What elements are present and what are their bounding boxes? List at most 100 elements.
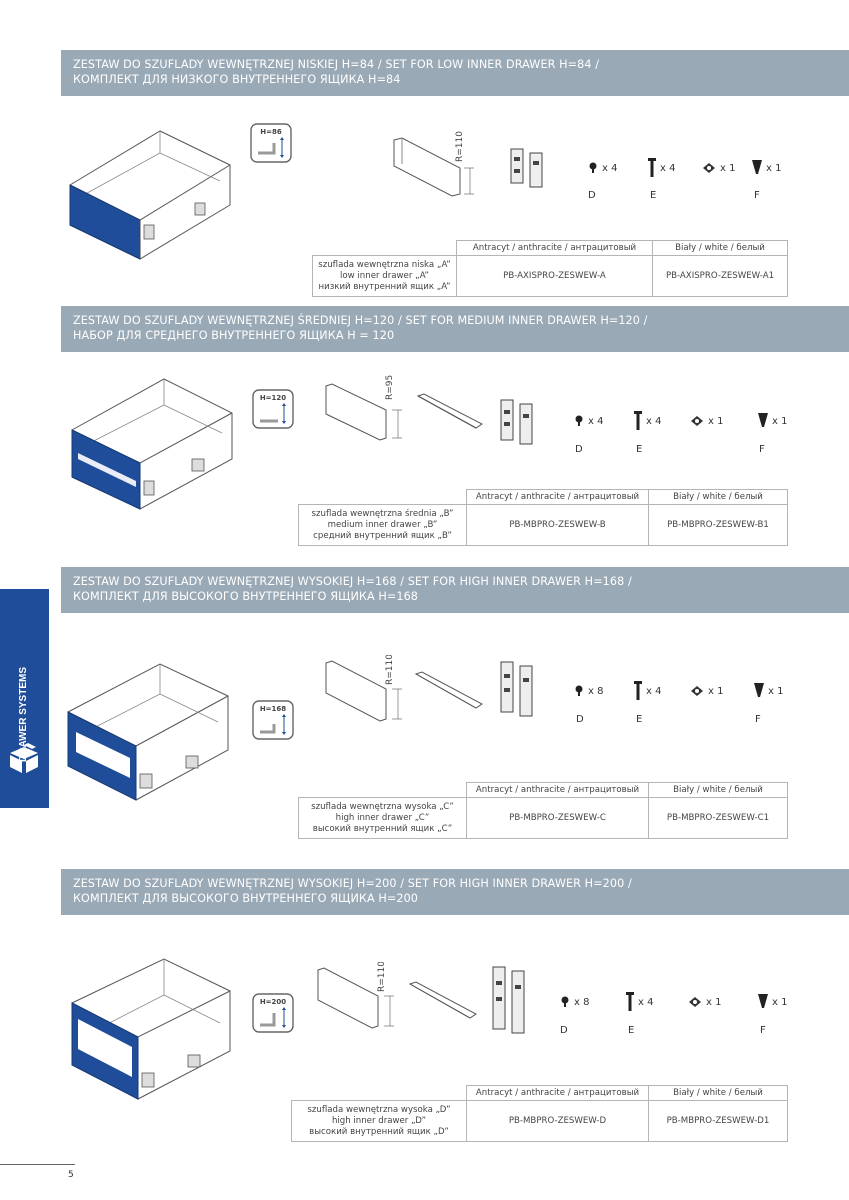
product-description: szuflada wewnętrzna średnia „B” medium i…	[298, 504, 467, 546]
section-title-line1: ZESTAW DO SZUFLADY WEWNĘTRZNEJ WYSOKIEJ …	[73, 575, 632, 588]
hardware-d: x 4	[588, 162, 617, 174]
cam-screw-icon	[575, 415, 583, 426]
front-panel-illustration: R=110	[393, 131, 474, 197]
section-header-h120: ZESTAW DO SZUFLADY WEWNĘTRZNEJ ŚREDNIEJ …	[61, 306, 849, 352]
bracket-illustration	[500, 399, 533, 445]
product-description: szuflada wewnętrzna wysoka „C” high inne…	[298, 797, 467, 839]
header-white: Biały / white / белый	[652, 240, 788, 256]
header-anthracite: Antracyt / anthracite / антрацитовый	[466, 1085, 649, 1101]
hardware-clip: x 1	[688, 996, 721, 1008]
hardware-e: x 4	[634, 681, 661, 701]
section-header-h84: ZESTAW DO SZUFLADY WEWNĘTRZNEJ NISKIEJ H…	[61, 50, 849, 96]
section-header-h168: ZESTAW DO SZUFLADY WEWNĘTRZNEJ WYSOKIEJ …	[61, 567, 849, 613]
pin-icon	[758, 994, 768, 1008]
section-title-line1: ZESTAW DO SZUFLADY WEWNĘTRZNEJ NISKIEJ H…	[73, 58, 600, 71]
section-title-line1: ZESTAW DO SZUFLADY WEWNĘTRZNEJ WYSOKIEJ …	[73, 877, 632, 890]
drawer-systems-tab: DRAWER SYSTEMS	[0, 589, 49, 808]
header-white: Biały / white / белый	[648, 1085, 788, 1101]
hardware-label-e: E	[650, 190, 657, 201]
pin-icon	[754, 683, 764, 697]
hardware-label-f: F	[754, 190, 760, 201]
front-panel-illustration: R=110	[325, 655, 402, 722]
clip-icon	[691, 416, 703, 426]
product-description: szuflada wewnętrzna wysoka „D” high inne…	[291, 1100, 467, 1142]
front-panel-illustration: R=95	[325, 375, 402, 441]
svg-text:R=110: R=110	[377, 962, 387, 992]
header-anthracite: Antracyt / anthracite / антрацитовый	[466, 489, 649, 505]
hardware-e: x 4	[634, 411, 661, 431]
height-badge-h200: H=200	[252, 993, 294, 1033]
code-anthracite: PB-MBPRO-ZESWEW-C	[466, 797, 649, 839]
page-number: 5	[68, 1170, 74, 1180]
code-anthracite: PB-MBPRO-ZESWEW-B	[466, 504, 649, 546]
screw-icon	[626, 992, 634, 1011]
hardware-label-e: E	[628, 1025, 635, 1036]
height-badge-h168: H=168	[252, 700, 294, 740]
box-icon	[10, 743, 38, 773]
bracket-illustration	[492, 966, 525, 1034]
pin-icon	[758, 413, 768, 427]
hardware-e: x 4	[648, 158, 675, 178]
screw-icon	[634, 681, 642, 700]
code-white: PB-MBPRO-ZESWEW-D1	[648, 1100, 788, 1142]
height-badge-h86: H=86	[250, 123, 292, 163]
code-anthracite: PB-AXISPRO-ZESWEW-A	[456, 255, 653, 297]
section-title-line2: НАБОР ДЛЯ СРЕДНЕГО ВНУТРЕННЕГО ЯЩИКА H =…	[73, 329, 395, 342]
screw-icon	[634, 411, 642, 430]
hardware-f: x 1	[752, 160, 781, 176]
header-anthracite: Antracyt / anthracite / антрацитовый	[456, 240, 653, 256]
svg-text:H=200: H=200	[260, 998, 286, 1006]
hardware-label-d: D	[576, 714, 584, 725]
hardware-e: x 4	[626, 992, 653, 1012]
section-title-line2: КОМПЛЕКТ ДЛЯ НИЗКОГО ВНУТРЕННЕГО ЯЩИКА H…	[73, 73, 401, 86]
header-anthracite: Antracyt / anthracite / антрацитовый	[466, 782, 649, 798]
hardware-d: x 8	[574, 685, 603, 697]
product-code-table: Antracyt / anthracite / антрацитовый Bia…	[291, 1085, 788, 1142]
svg-text:R=110: R=110	[455, 131, 465, 162]
drawer-illustration-high-168	[67, 663, 229, 801]
cam-screw-icon	[561, 996, 569, 1007]
footer-rule	[0, 1164, 75, 1165]
header-white: Biały / white / белый	[648, 489, 788, 505]
section-title-line2: КОМПЛЕКТ ДЛЯ ВЫСОКОГО ВНУТРЕННЕГО ЯЩИКА …	[73, 590, 419, 603]
bracket-illustration	[510, 148, 543, 188]
rail-illustration	[414, 671, 483, 709]
section-title-line1: ZESTAW DO SZUFLADY WEWNĘTRZNEJ ŚREDNIEJ …	[73, 314, 648, 327]
code-white: PB-MBPRO-ZESWEW-C1	[648, 797, 788, 839]
cam-screw-icon	[575, 685, 583, 696]
hardware-label-f: F	[755, 714, 761, 725]
pin-icon	[752, 160, 762, 174]
hardware-clip: x 1	[702, 162, 735, 174]
product-code-table: Antracyt / anthracite / антрацитовый Bia…	[298, 782, 788, 839]
section-header-h200: ZESTAW DO SZUFLADY WEWNĘTRZNEJ WYSOKIEJ …	[61, 869, 849, 915]
svg-text:R=95: R=95	[385, 375, 395, 400]
hardware-f: x 1	[754, 683, 783, 699]
drawer-illustration-high-200	[71, 958, 231, 1100]
clip-icon	[689, 997, 701, 1007]
drawer-illustration-medium	[71, 378, 233, 510]
cam-screw-icon	[589, 162, 597, 173]
hardware-label-d: D	[560, 1025, 568, 1036]
product-code-table: Antracyt / anthracite / антрацитовый Bia…	[298, 489, 788, 546]
product-code-table: Antracyt / anthracite / антрацитовый Bia…	[312, 240, 788, 297]
svg-text:H=168: H=168	[260, 705, 286, 713]
hardware-clip: x 1	[690, 685, 723, 697]
hardware-label-e: E	[636, 444, 643, 455]
rail-illustration	[408, 981, 477, 1019]
screw-icon	[648, 158, 656, 177]
clip-icon	[691, 686, 703, 696]
hardware-label-f: F	[759, 444, 765, 455]
section-title-line2: КОМПЛЕКТ ДЛЯ ВЫСОКОГО ВНУТРЕННЕГО ЯЩИКА …	[73, 892, 419, 905]
front-panel-illustration: R=110	[317, 962, 394, 1029]
hardware-label-d: D	[588, 190, 596, 201]
bracket-illustration	[500, 661, 533, 717]
hardware-d: x 8	[560, 996, 589, 1008]
svg-text:R=110: R=110	[385, 655, 395, 685]
product-description: szuflada wewnętrzna niska „A” low inner …	[312, 255, 457, 297]
height-badge-h120: H=120	[252, 389, 294, 429]
svg-text:H=120: H=120	[260, 394, 286, 402]
clip-icon	[703, 163, 715, 173]
rail-illustration	[416, 393, 483, 429]
hardware-f: x 1	[758, 994, 787, 1010]
hardware-f: x 1	[758, 413, 787, 429]
